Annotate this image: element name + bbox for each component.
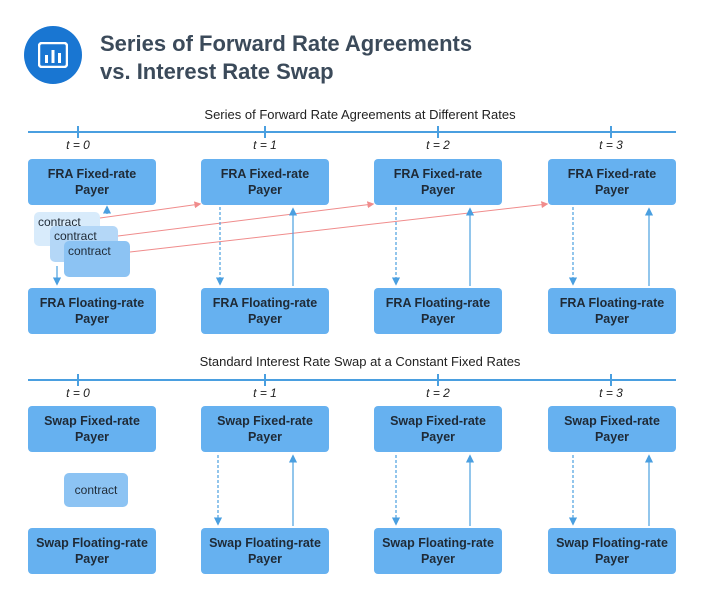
swap-fixed-payer-box-1: Swap Fixed-rate Payer — [201, 406, 329, 452]
fra-tick-3 — [610, 126, 612, 138]
swap-tick-2 — [437, 374, 439, 386]
fra-time-label-2: t = 2 — [426, 138, 450, 152]
fra-tick-1 — [264, 126, 266, 138]
fra-contract-3: contract — [64, 241, 130, 277]
swap-time-label-2: t = 2 — [426, 386, 450, 400]
swap-tick-0 — [77, 374, 79, 386]
page-title: Series of Forward Rate Agreements vs. In… — [100, 30, 472, 86]
fra-floating-payer-box-0: FRA Floating-rate Payer — [28, 288, 156, 334]
swap-floating-payer-box-1: Swap Floating-rate Payer — [201, 528, 329, 574]
swap-contract: contract — [64, 473, 128, 507]
swap-floating-payer-box-2: Swap Floating-rate Payer — [374, 528, 502, 574]
fra-floating-payer-box-2: FRA Floating-rate Payer — [374, 288, 502, 334]
fra-tick-2 — [437, 126, 439, 138]
swap-time-label-1: t = 1 — [253, 386, 277, 400]
fra-fixed-payer-box-2: FRA Fixed-rate Payer — [374, 159, 502, 205]
fra-connector-1 — [99, 201, 202, 219]
swap-floating-payer-box-3: Swap Floating-rate Payer — [548, 528, 676, 574]
swap-tick-1 — [264, 374, 266, 386]
swap-fixed-payer-box-0: Swap Fixed-rate Payer — [28, 406, 156, 452]
fra-floating-payer-box-3: FRA Floating-rate Payer — [548, 288, 676, 334]
fra-tick-0 — [77, 126, 79, 138]
swap-tick-3 — [610, 374, 612, 386]
swap-fixed-payer-box-2: Swap Fixed-rate Payer — [374, 406, 502, 452]
fra-time-label-3: t = 3 — [599, 138, 623, 152]
swap-time-label-0: t = 0 — [66, 386, 90, 400]
fra-floating-payer-box-1: FRA Floating-rate Payer — [201, 288, 329, 334]
fra-fixed-payer-box-1: FRA Fixed-rate Payer — [201, 159, 329, 205]
fra-fixed-payer-box-0: FRA Fixed-rate Payer — [28, 159, 156, 205]
title-line-1: Series of Forward Rate Agreements — [100, 31, 473, 56]
swap-floating-payer-box-0: Swap Floating-rate Payer — [28, 528, 156, 574]
swap-timeline — [28, 379, 676, 381]
fra-time-label-0: t = 0 — [66, 138, 90, 152]
fra-connector-3 — [129, 201, 549, 253]
fra-timeline — [28, 131, 676, 133]
swap-fixed-payer-box-3: Swap Fixed-rate Payer — [548, 406, 676, 452]
fra-connector-2 — [117, 201, 375, 237]
title-line-2: vs. Interest Rate Swap — [100, 59, 334, 84]
fra-fixed-payer-box-3: FRA Fixed-rate Payer — [548, 159, 676, 205]
logo-badge — [24, 26, 82, 84]
swap-section-title: Standard Interest Rate Swap at a Constan… — [199, 354, 521, 369]
fra-section-title: Series of Forward Rate Agreements at Dif… — [204, 107, 516, 122]
swap-time-label-3: t = 3 — [599, 386, 623, 400]
bar-chart-icon — [38, 42, 68, 68]
fra-time-label-1: t = 1 — [253, 138, 277, 152]
